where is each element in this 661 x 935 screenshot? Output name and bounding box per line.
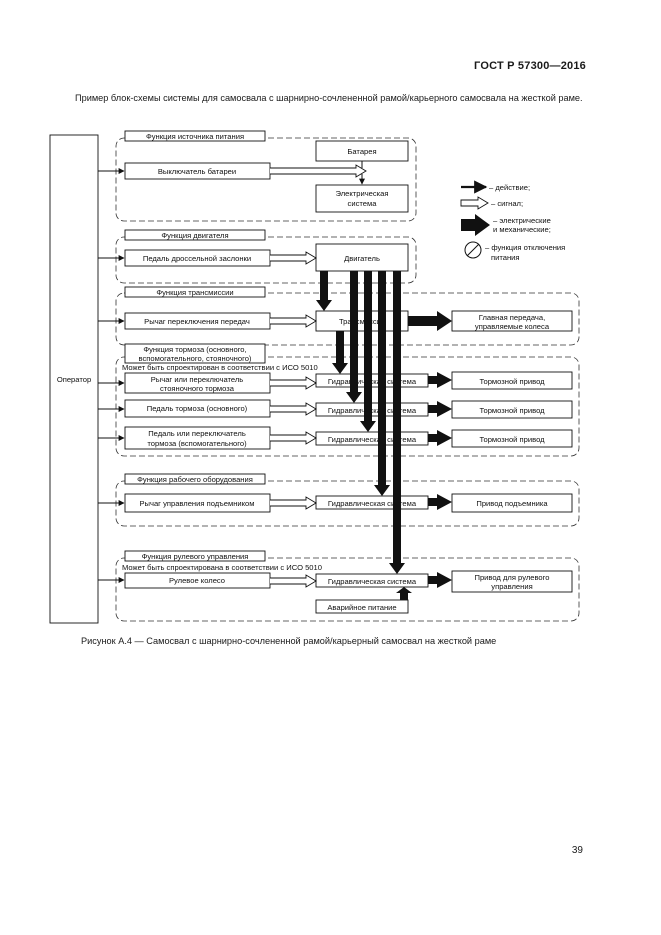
- throttle-label: Педаль дроссельной заслонки: [143, 254, 251, 263]
- steer-note: Может быть спроектирована в соответствии…: [122, 563, 322, 572]
- group-steer: [115, 557, 580, 622]
- hydraulic-label-steer: Гидравлическая система: [328, 577, 417, 586]
- group-engine: [115, 236, 417, 284]
- lift-lever-label: Рычаг управления подъемником: [139, 499, 254, 508]
- group-steer-label: Функция рулевого управления: [142, 552, 249, 561]
- signal-arrow-battery: [270, 164, 367, 178]
- signal-legend-icon: [460, 196, 489, 210]
- electrical-box: [315, 184, 409, 213]
- brake-drive-box-3: [451, 429, 573, 448]
- group-power: [115, 137, 417, 222]
- steer-drive-label-1: Привод для рулевого: [475, 573, 550, 582]
- group-engine-label: Функция двигателя: [161, 231, 228, 240]
- group-brake: [115, 356, 580, 457]
- brake-drive-label-3: Тормозной привод: [479, 435, 545, 444]
- brake-drive-label-2: Тормозной привод: [479, 406, 545, 415]
- gear-lever-label: Рычаг переключения передач: [144, 317, 250, 326]
- elmech-arrow-final-drive: [408, 311, 452, 331]
- hydraulic-label-aux: Гидравлическая система: [328, 435, 417, 444]
- engine-label: Двигатель: [344, 254, 380, 263]
- group-power-label: Функция источника питания: [146, 132, 244, 141]
- final-drive-label-2: управляемые колеса: [475, 322, 550, 331]
- group-engine-title: [124, 229, 266, 241]
- hydraulic-label-lift: Гидравлическая система: [328, 499, 417, 508]
- electrical-label-2: система: [348, 199, 378, 208]
- figure-caption: Рисунок А.4 — Самосвал с шарнирно-сочлен…: [81, 636, 497, 646]
- transmission-label: Трансмиссия: [339, 317, 385, 326]
- electrical-label-1: Электрическая: [335, 189, 388, 198]
- group-transmission-label: Функция трансмиссии: [156, 288, 233, 297]
- group-transmission: [115, 292, 580, 346]
- legend-cutoff-label-2: питания: [491, 253, 520, 262]
- brake-drive-box-2: [451, 400, 573, 419]
- hydraulic-label-service: Гидравлическая система: [328, 406, 417, 415]
- park-lever-label-1: Рычаг или переключатель: [151, 375, 244, 384]
- legend-cutoff-label-1: – функция отключения: [485, 243, 565, 252]
- group-work-title: [124, 473, 266, 485]
- group-steer-title: [124, 550, 266, 562]
- battery-label: Батарея: [347, 147, 376, 156]
- battery-switch-label: Выключатель батареи: [158, 167, 236, 176]
- aux-pedal-label-1: Педаль или переключатель: [148, 429, 246, 438]
- brake-note: Может быть спроектирован в соответствии …: [122, 363, 318, 372]
- brake-drive-box-1: [451, 371, 573, 390]
- emergency-box: [315, 599, 409, 614]
- brake-drive-label-1: Тормозной привод: [479, 377, 545, 386]
- park-lever-label-2: стояночного тормоза: [160, 384, 235, 393]
- steer-drive-label-2: управления: [491, 582, 532, 591]
- group-transmission-title: [124, 286, 266, 298]
- group-work-label: Функция рабочего оборудования: [137, 475, 253, 484]
- steer-drive-box: [451, 570, 573, 593]
- emergency-label: Аварийное питание: [327, 603, 396, 612]
- intro-paragraph: Пример блок-схемы системы для самосвала …: [75, 93, 583, 103]
- legend-action-label: – действие;: [489, 183, 530, 192]
- power-arrow-transmission: [316, 271, 332, 311]
- elmech-legend-icon: [461, 214, 490, 236]
- emergency-arrow: [396, 587, 412, 600]
- group-brake-label-1: Функция тормоза (основного,: [143, 345, 246, 354]
- legend-elmech-label-2: и механические;: [493, 225, 551, 234]
- lift-drive-box: [451, 493, 573, 513]
- final-drive-label-1: Главная передача,: [479, 313, 545, 322]
- legend-signal-label: – сигнал;: [491, 199, 523, 208]
- group-brake-title: [124, 343, 266, 364]
- service-pedal-label: Педаль тормоза (основного): [147, 404, 248, 413]
- lift-drive-label: Привод подъемника: [476, 499, 548, 508]
- hydraulic-label-park: Гидравлическая система: [328, 377, 417, 386]
- aux-pedal-label-2: тормоза (вспомогательного): [147, 439, 247, 448]
- steering-wheel-label: Рулевое колесо: [169, 576, 225, 585]
- group-brake-label-2: вспомогательного, стояночного): [139, 354, 252, 363]
- legend-elmech-label-1: – электрические: [493, 216, 551, 225]
- legend: – действие; – сигнал; – электрические и …: [460, 180, 565, 262]
- standard-header: ГОСТ Р 57300—2016: [474, 60, 586, 72]
- group-power-title: [124, 130, 266, 142]
- operator-box: [49, 134, 99, 624]
- operator-label: Оператор: [57, 375, 91, 384]
- signal-arrow-throttle: [270, 251, 317, 265]
- page-number: 39: [571, 845, 583, 856]
